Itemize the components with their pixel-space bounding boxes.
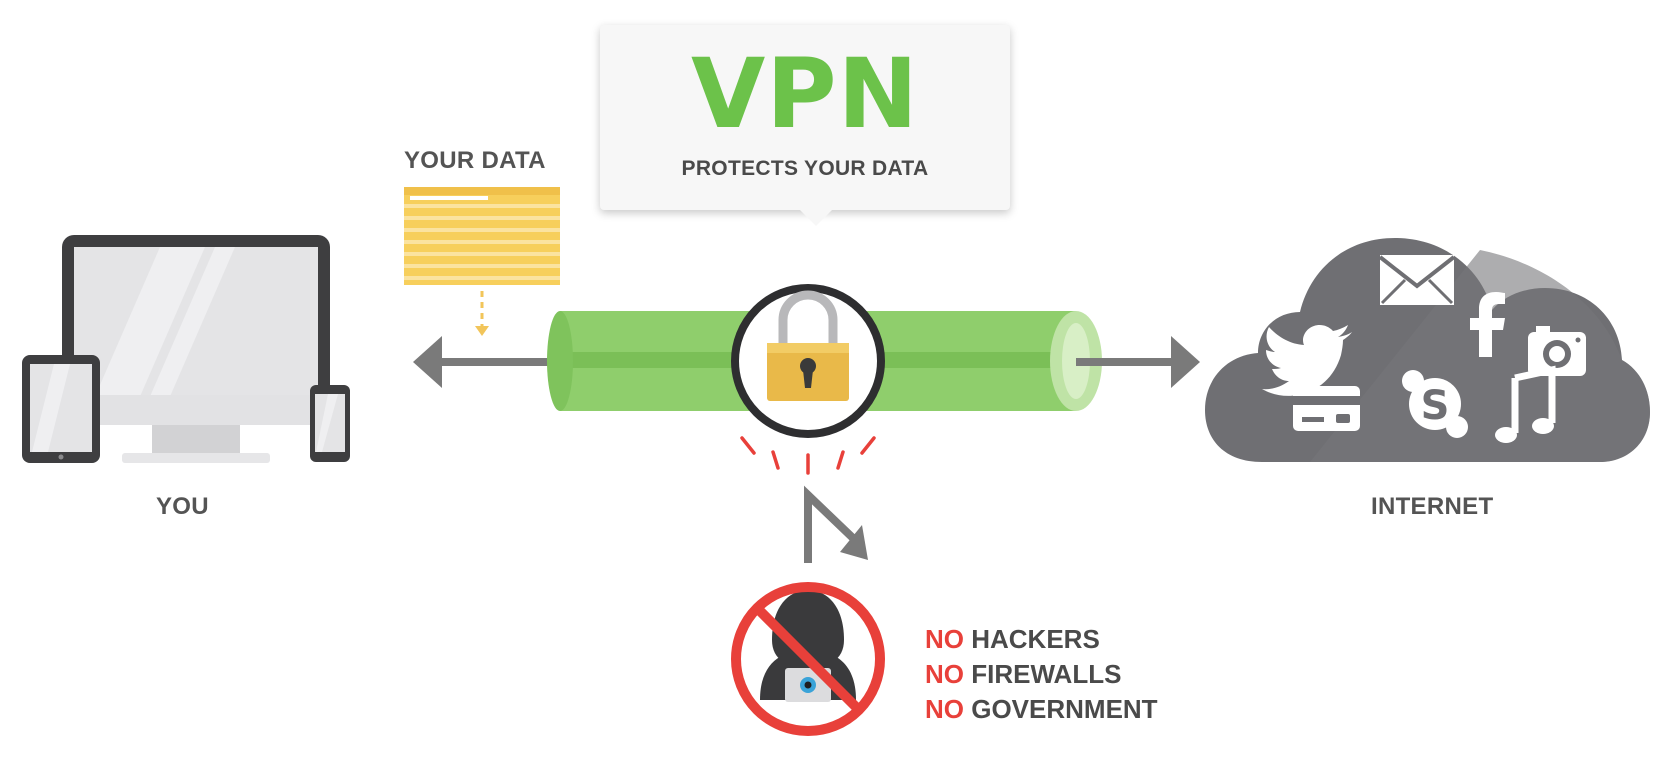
no-word: NO: [925, 694, 964, 724]
vpn-subtitle: PROTECTS YOUR DATA: [681, 157, 929, 180]
alert-rays: [740, 436, 876, 475]
blocked-firewalls: NO FIREWALLS: [925, 657, 1158, 692]
hacker-icon: [760, 590, 856, 702]
internet-label: INTERNET: [1371, 493, 1494, 520]
no-word: NO: [925, 624, 964, 654]
facebook-icon: [1470, 292, 1505, 357]
tablet-icon: [22, 355, 100, 463]
blocked-hackers: NO HACKERS: [925, 622, 1158, 657]
blocked-text: GOVERNMENT: [964, 694, 1158, 724]
credit-card-icon: [1293, 386, 1360, 431]
music-note-icon: [1495, 365, 1556, 443]
data-sheet-icon: [404, 187, 560, 285]
mail-icon: [1378, 255, 1456, 305]
phone-icon: [310, 385, 350, 462]
prohibited-icon: [731, 582, 885, 736]
vpn-callout: VPN PROTECTS YOUR DATA: [600, 25, 1010, 226]
padlock-icon: [731, 284, 885, 438]
svg-text:S: S: [1421, 383, 1450, 429]
camera-icon: [1528, 326, 1586, 376]
data-drop-arrow: [475, 291, 489, 336]
you-label: YOU: [156, 493, 209, 520]
blocked-text: HACKERS: [964, 624, 1100, 654]
your-data-label: YOUR DATA: [404, 147, 546, 174]
twitter-icon: [1262, 325, 1352, 396]
no-word: NO: [925, 659, 964, 689]
blocked-government: NO GOVERNMENT: [925, 692, 1158, 727]
blocked-text: FIREWALLS: [964, 659, 1122, 689]
deflect-arrow: [804, 485, 868, 563]
laptop-monitor-icon: [62, 235, 330, 463]
skype-icon: S: [1402, 370, 1468, 438]
blocked-list: NO HACKERS NO FIREWALLS NO GOVERNMENT: [925, 622, 1158, 727]
vpn-title: VPN: [691, 38, 919, 150]
